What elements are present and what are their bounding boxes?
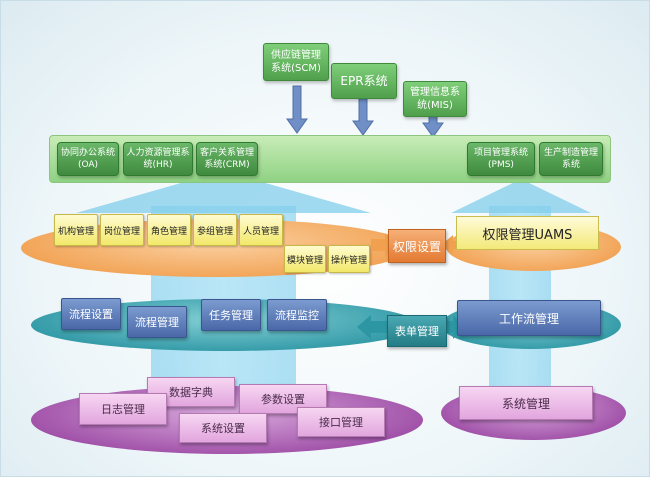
org-management-label: 机构管理 bbox=[57, 226, 94, 237]
task-management-label: 任务管理 bbox=[209, 309, 253, 322]
org-management-box: 机构管理 bbox=[54, 214, 98, 246]
log-management-box: 日志管理 bbox=[79, 393, 167, 425]
staff-management-label: 人员管理 bbox=[242, 226, 279, 237]
system-setting-box: 系统设置 bbox=[179, 413, 267, 443]
group-management-box: 参组管理 bbox=[193, 214, 237, 246]
post-management-label: 岗位管理 bbox=[103, 226, 140, 237]
role-management-box: 角色管理 bbox=[147, 214, 191, 246]
epr-system-box: EPR系统 bbox=[331, 63, 397, 99]
process-setting-box: 流程设置 bbox=[61, 298, 121, 330]
oa-label: 协同办公系统 (OA) bbox=[60, 148, 115, 170]
system-management-box: 系统管理 bbox=[459, 386, 593, 420]
permission-setting-label: 权限设置 bbox=[392, 239, 441, 254]
permission-setting-box: 权限设置 bbox=[388, 229, 446, 263]
pms-system-box: 项目管理系统 (PMS) bbox=[467, 142, 535, 176]
module-management-box: 模块管理 bbox=[284, 245, 326, 273]
role-management-label: 角色管理 bbox=[150, 226, 187, 237]
workflow-management-box: 工作流管理 bbox=[457, 300, 601, 336]
uams-box: 权限管理UAMS bbox=[456, 216, 599, 250]
data-dictionary-label: 数据字典 bbox=[169, 386, 213, 399]
mfg-label: 生产制造管理 系统 bbox=[543, 148, 598, 170]
system-setting-label: 系统设置 bbox=[201, 422, 245, 435]
interface-management-label: 接口管理 bbox=[319, 416, 363, 429]
form-management-box: 表单管理 bbox=[387, 315, 447, 347]
crm-system-box: 客户关系管理 系统(CRM) bbox=[196, 142, 258, 176]
module-management-label: 模块管理 bbox=[286, 255, 323, 266]
process-management-label: 流程管理 bbox=[135, 316, 179, 329]
scm-label: 供应链管理 系统(SCM) bbox=[271, 50, 321, 74]
hr-system-box: 人力资源管理系 统(HR) bbox=[123, 142, 193, 176]
right-up-arrow-head bbox=[451, 179, 591, 213]
double-arrow-left-form bbox=[357, 315, 389, 339]
staff-management-box: 人员管理 bbox=[239, 214, 283, 246]
left-up-arrow-head bbox=[76, 171, 371, 213]
log-management-label: 日志管理 bbox=[101, 403, 145, 416]
interface-management-box: 接口管理 bbox=[297, 407, 385, 437]
process-setting-label: 流程设置 bbox=[69, 308, 113, 321]
form-management-label: 表单管理 bbox=[395, 325, 439, 338]
double-arrow-permission-uams bbox=[441, 235, 459, 255]
operation-management-label: 操作管理 bbox=[330, 255, 367, 266]
workflow-management-label: 工作流管理 bbox=[498, 311, 559, 326]
task-management-box: 任务管理 bbox=[201, 299, 261, 331]
scm-down-arrow bbox=[286, 85, 308, 134]
crm-label: 客户关系管理 系统(CRM) bbox=[199, 148, 254, 170]
process-management-box: 流程管理 bbox=[127, 306, 187, 338]
uams-label: 权限管理UAMS bbox=[482, 227, 573, 243]
param-setting-label: 参数设置 bbox=[261, 393, 305, 406]
system-management-label: 系统管理 bbox=[501, 396, 550, 411]
process-monitor-box: 流程监控 bbox=[267, 299, 327, 331]
mfg-system-box: 生产制造管理 系统 bbox=[539, 142, 603, 176]
mis-label: 管理信息系 统(MIS) bbox=[410, 87, 460, 111]
operation-management-box: 操作管理 bbox=[328, 245, 370, 273]
hr-label: 人力资源管理系 统(HR) bbox=[126, 148, 190, 170]
process-monitor-label: 流程监控 bbox=[275, 309, 319, 322]
epr-down-arrow bbox=[352, 98, 374, 136]
post-management-box: 岗位管理 bbox=[100, 214, 144, 246]
group-management-label: 参组管理 bbox=[196, 226, 233, 237]
pms-label: 项目管理系统 (PMS) bbox=[473, 148, 528, 170]
mis-system-box: 管理信息系 统(MIS) bbox=[403, 81, 467, 117]
scm-system-box: 供应链管理 系统(SCM) bbox=[263, 43, 329, 81]
oa-system-box: 协同办公系统 (OA) bbox=[57, 142, 119, 176]
epr-label: EPR系统 bbox=[340, 73, 388, 88]
